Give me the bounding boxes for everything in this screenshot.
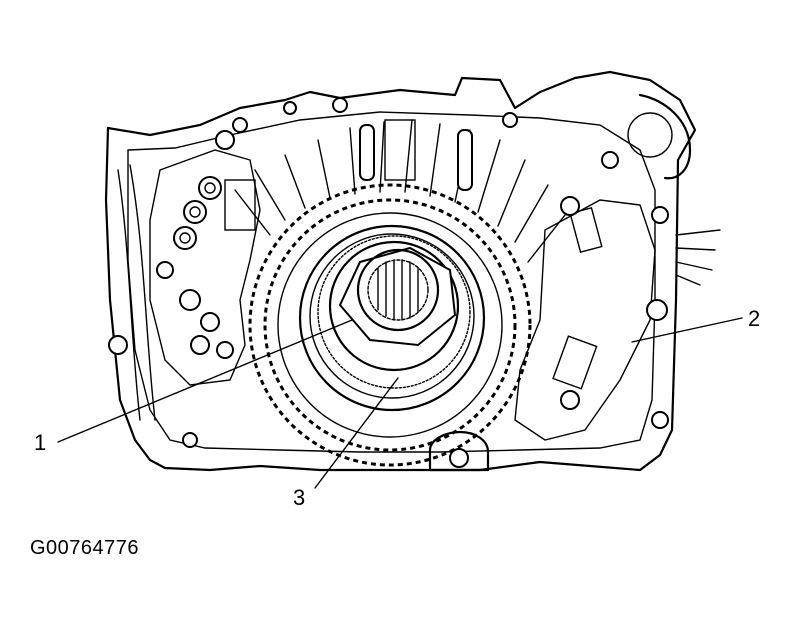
- right-boss-ring: [627, 112, 673, 158]
- right-valve-slot: [552, 335, 598, 390]
- right-bolt-2: [646, 299, 668, 321]
- housing-right-boss: [638, 93, 692, 180]
- fin-block-left: [224, 179, 256, 231]
- radial-fins: [234, 119, 566, 263]
- hub-inner-ring: [328, 240, 460, 372]
- right-bolt-6: [651, 411, 669, 429]
- spline-teeth: [377, 259, 419, 321]
- hex-nut: [338, 246, 457, 347]
- top-bolt-1: [332, 97, 348, 113]
- left-valve-body: [149, 149, 261, 386]
- top-bolt-2: [283, 101, 297, 115]
- callout-label-2: 2: [748, 306, 761, 331]
- hub-spline-outer: [356, 248, 440, 332]
- right-valve-port: [569, 206, 603, 254]
- clutch-second-dashed-ring: [263, 198, 517, 452]
- hub-spline-inner: [367, 259, 429, 321]
- callout-label-3: 3: [293, 485, 306, 510]
- clutch-hub-outer: [298, 224, 486, 412]
- bottom-tab-hole: [449, 448, 469, 468]
- leader-line-1: [57, 319, 353, 443]
- figure-caption: G00764776: [30, 537, 140, 559]
- right-bolt-5: [601, 151, 619, 169]
- transmission-housing-outline: [104, 70, 697, 472]
- top-bolt-3: [502, 112, 518, 128]
- right-bolt-4: [651, 206, 669, 224]
- right-bolt-3: [560, 390, 580, 410]
- leader-line-2: [631, 317, 743, 343]
- clutch-outer-dashed-ring: [248, 183, 532, 467]
- callout-label-1: 1: [34, 430, 47, 455]
- right-valve-body: [514, 199, 656, 441]
- snap-ring: [317, 235, 471, 389]
- leader-line-3: [314, 377, 399, 489]
- top-left-stud: [359, 124, 375, 181]
- left-mid-hole: [182, 432, 198, 448]
- left-tubes: [117, 164, 156, 421]
- clutch-hub-ring: [309, 233, 475, 399]
- right-bolt-1: [560, 196, 580, 216]
- fin-block-top: [384, 119, 416, 181]
- housing-inner-edge: [127, 111, 656, 453]
- right-extension-lines: [675, 229, 721, 286]
- clutch-plate-ring: [277, 212, 503, 438]
- top-right-stud: [457, 129, 473, 191]
- left-lower-hole: [108, 335, 128, 355]
- bottom-tab: [428, 430, 490, 472]
- left-bolt-column: [156, 117, 248, 359]
